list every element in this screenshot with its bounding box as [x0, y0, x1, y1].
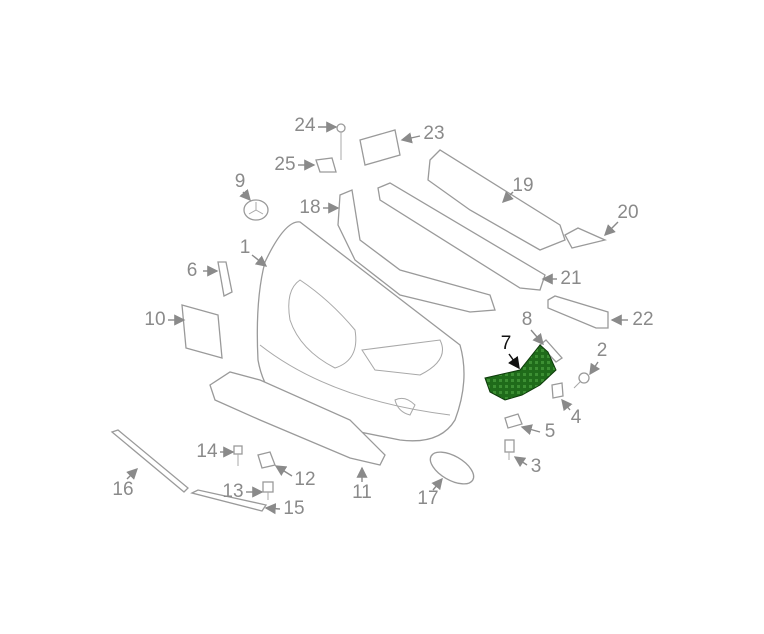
part-2	[573, 372, 590, 389]
callout-7-highlighted[interactable]: 7	[500, 333, 512, 354]
callout-5[interactable]: 5	[544, 421, 556, 442]
callout-13[interactable]: 13	[222, 481, 244, 502]
part-13	[262, 481, 274, 500]
callout-10[interactable]: 10	[144, 309, 166, 330]
callout-4[interactable]: 4	[570, 407, 582, 428]
callout-24[interactable]: 24	[294, 115, 316, 136]
part-4	[551, 382, 564, 399]
part-19	[427, 149, 566, 251]
part-22	[547, 295, 609, 329]
part-9-emblem	[243, 199, 269, 221]
part-20	[564, 227, 608, 249]
part-16	[110, 429, 189, 493]
part-17	[429, 451, 475, 485]
part-12	[257, 451, 276, 469]
callout-20[interactable]: 20	[617, 202, 639, 223]
part-24	[336, 123, 346, 160]
callout-22[interactable]: 22	[632, 309, 654, 330]
callout-11[interactable]: 11	[352, 482, 372, 503]
part-6	[217, 261, 233, 297]
leader-lines	[126, 121, 628, 515]
part-5	[504, 413, 523, 429]
callout-18[interactable]: 18	[299, 197, 321, 218]
callout-16[interactable]: 16	[112, 479, 134, 500]
part-23	[359, 129, 401, 166]
part-11	[209, 371, 386, 466]
callout-6[interactable]: 6	[186, 260, 198, 281]
callout-12[interactable]: 12	[294, 469, 316, 490]
callout-1[interactable]: 1	[239, 237, 251, 258]
part-3	[504, 439, 515, 460]
callout-14[interactable]: 14	[196, 441, 218, 462]
part-7-highlighted	[484, 344, 557, 401]
callout-3[interactable]: 3	[530, 456, 542, 477]
callout-8[interactable]: 8	[521, 309, 533, 330]
callout-17[interactable]: 17	[417, 488, 439, 509]
callout-21[interactable]: 21	[560, 268, 582, 289]
part-14	[233, 445, 243, 466]
part-10	[181, 304, 223, 359]
callout-15[interactable]: 15	[283, 498, 305, 519]
part-21	[377, 182, 546, 291]
callout-2[interactable]: 2	[596, 340, 608, 361]
part-18	[337, 189, 496, 313]
callout-25[interactable]: 25	[274, 154, 296, 175]
part-25	[315, 157, 337, 173]
callout-9[interactable]: 9	[234, 171, 246, 192]
part-8	[539, 339, 563, 363]
callout-23[interactable]: 23	[423, 123, 445, 144]
callout-19[interactable]: 19	[512, 175, 534, 196]
part-1-bumper-cover	[256, 221, 465, 442]
